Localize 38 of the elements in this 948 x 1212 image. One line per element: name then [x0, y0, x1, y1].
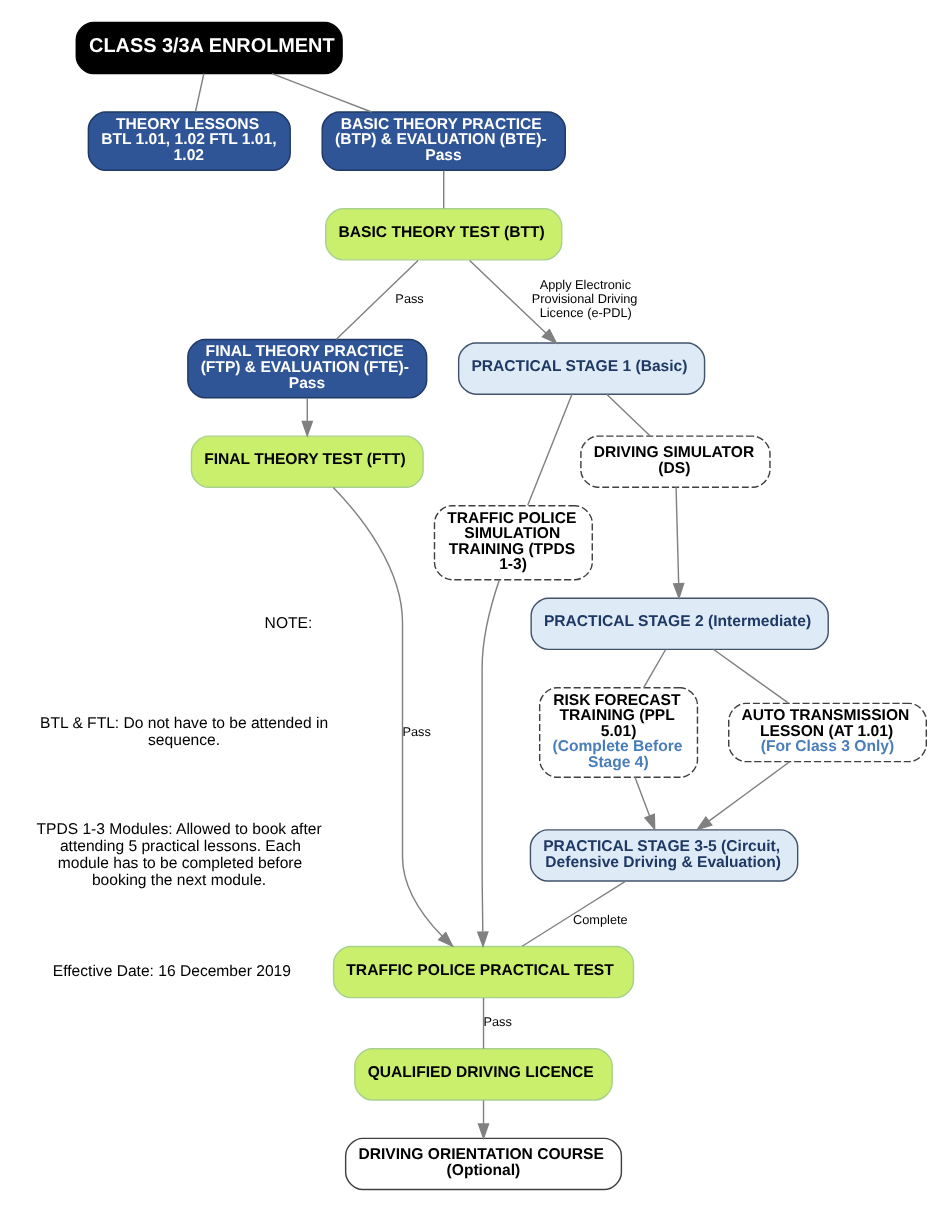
node-box: THEORY LESSONS BTL 1.01, 1.02 FTL 1.01, 1.02 [86, 111, 290, 172]
arrow [694, 761, 790, 831]
node-box: BASIC THEORY PRACTICE (BTP) & EVALUATION (BTE)- Pass [320, 111, 565, 172]
node-box: FINAL THEORY TEST (FTT) [189, 435, 423, 488]
node-box: TRAFFIC POLICE PRACTICAL TEST [331, 945, 634, 999]
node-box: PRACTICAL STAGE 1 (Basic) [456, 342, 705, 395]
arrow [300, 397, 313, 438]
node-box: PRACTICAL STAGE 3-5 (Circuit, Defensive Driving & Evaluation) [528, 829, 798, 882]
arrow [476, 1099, 489, 1141]
label: NOTE: [263, 613, 312, 632]
node-box: CLASS 3/3A ENROLMENT [74, 21, 342, 75]
connector [270, 73, 372, 113]
node-box: FINAL THEORY PRACTICE (FTP) & EVALUATION (FTE)- Pass [186, 338, 427, 399]
node-box: TRAFFIC POLICE SIMULATION TRAINING (TPDS 1-3) [432, 505, 592, 581]
connector [642, 649, 666, 689]
connector [526, 393, 572, 507]
node-box: PRACTICAL STAGE 2 (Intermediate) [529, 597, 828, 651]
node-box: AUTO TRANSMISSION LESSON (AT 1.01) (For Class 3 Only) [727, 702, 926, 763]
node-box: QUALIFIED DRIVING LICENCE [353, 1048, 612, 1101]
connector [711, 648, 789, 704]
label: Effective Date: 16 December 2019 [51, 962, 290, 981]
arrow [633, 776, 655, 832]
arrow [671, 486, 684, 601]
connector [520, 880, 626, 947]
label: BTL & FTL: Do not have to be attended in sequence. [39, 713, 328, 750]
connector [334, 259, 418, 341]
label: TPDS 1-3 Modules: Allowed to book after attending 5 practical lessons. Each module has to be completed before booking the next module. [35, 819, 321, 890]
arrow [475, 579, 500, 949]
connector [442, 169, 444, 209]
node-box: RISK FORECAST TRAINING (PPL 5.01) (Complete Before Stage 4) [537, 687, 698, 778]
node-box: DRIVING ORIENTATION COURSE (Optional) [343, 1137, 622, 1191]
connector [193, 73, 204, 113]
node-box: BASIC THEORY TEST (BTT) [324, 208, 562, 261]
arrow [467, 259, 557, 345]
node-box: DRIVING SIMULATOR (DS) [579, 435, 770, 488]
arrow [331, 486, 453, 948]
connector [481, 997, 484, 1050]
connector [605, 393, 650, 437]
